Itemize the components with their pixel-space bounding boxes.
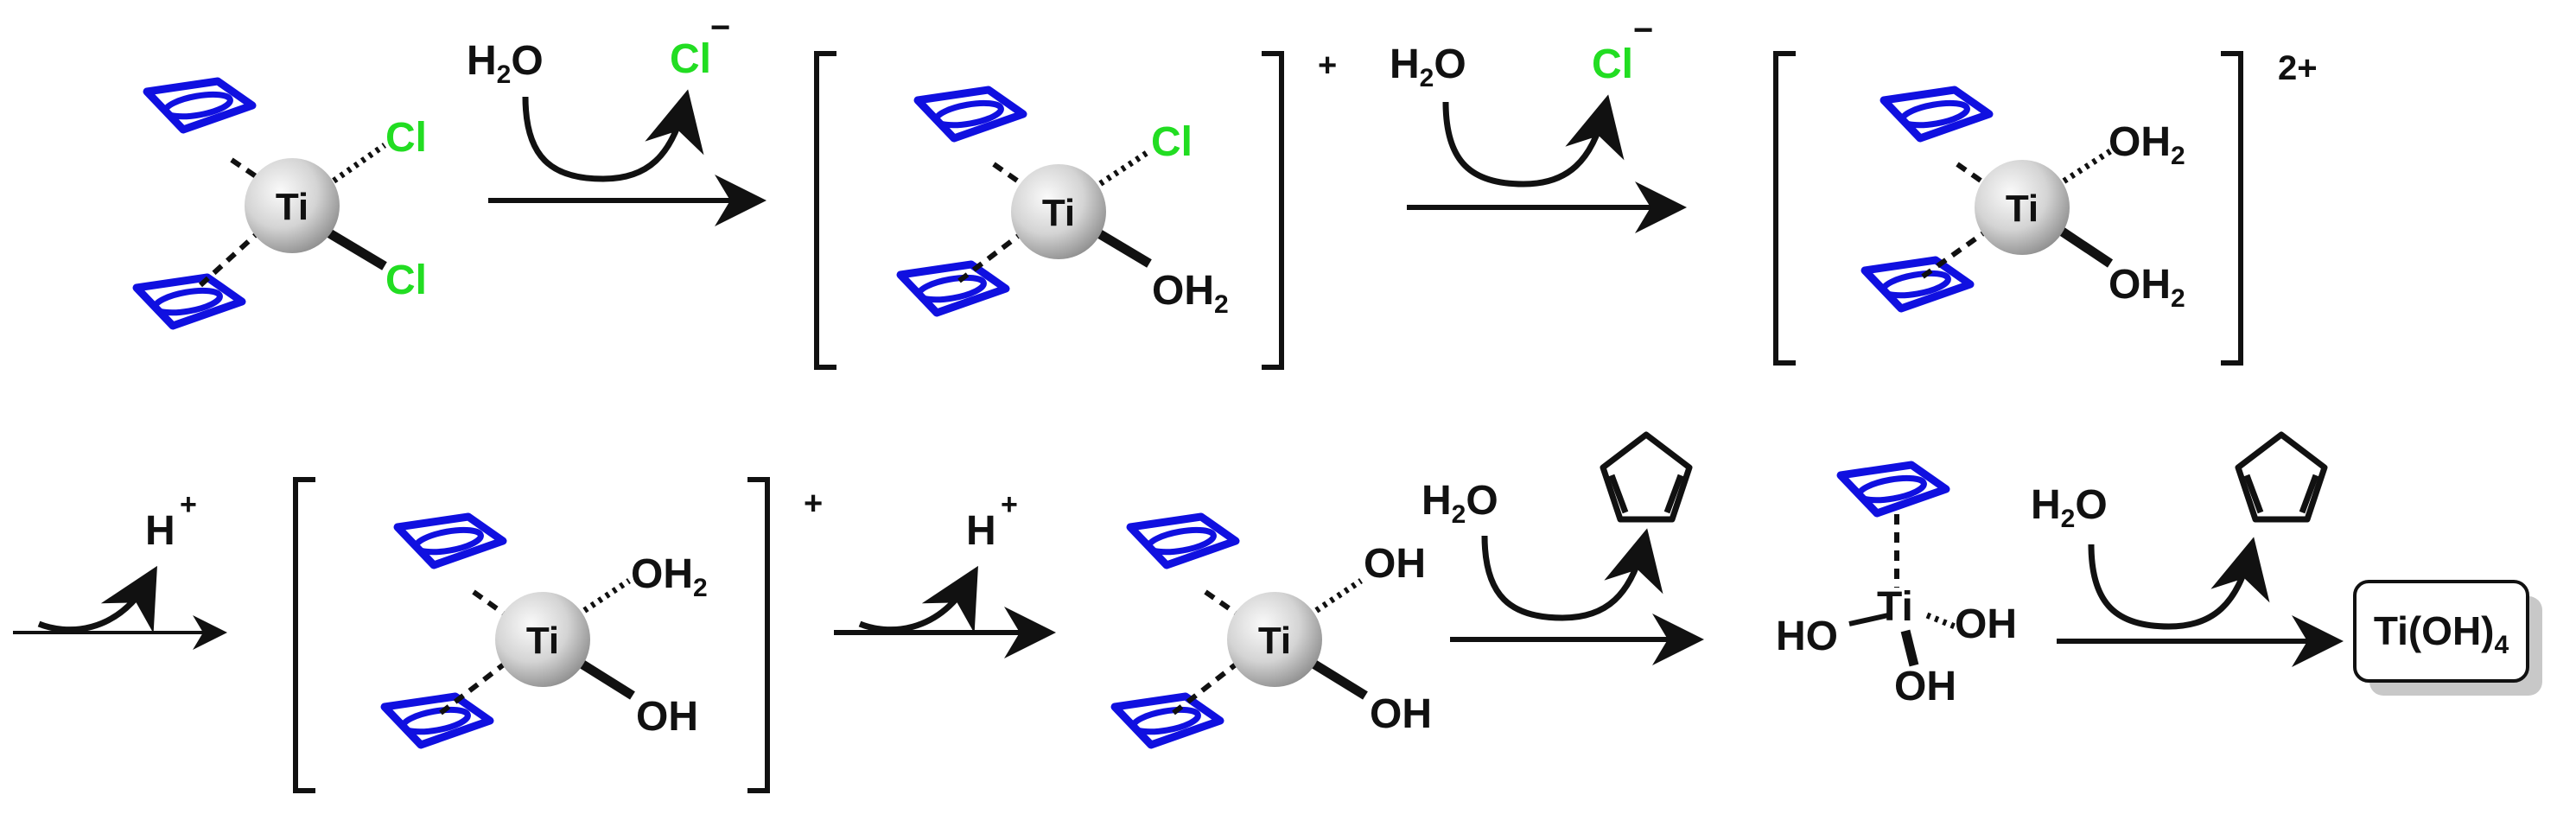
complex-cp2ti-h2o2: 2+ Ti OH2 OH2 [1773, 49, 2318, 366]
cyclopentadiene-1 [1603, 435, 1689, 519]
svg-text:H2O: H2O [1422, 478, 1498, 529]
svg-text:+: + [180, 488, 197, 521]
cp-ring-bottom [137, 277, 242, 326]
svg-text:OH: OH [1894, 664, 1956, 709]
svg-text:OH: OH [1370, 691, 1432, 737]
complex-cp2ti-oh-h2o: + Ti OH2 OH [293, 477, 823, 793]
arrow-step-5: H2O [1422, 435, 1704, 665]
complex-cpti-oh3: Ti HO OH OH [1776, 465, 2017, 709]
arrow-step-4: H + [834, 488, 1056, 658]
complex-cp2ticl2: Ti Cl Cl [137, 81, 427, 326]
arrow-step-1: H2O Cl − [467, 9, 766, 226]
hash-bond [324, 143, 387, 188]
cp-ring-top [147, 81, 252, 130]
complex-cp2ti-oh2: Ti OH OH [1115, 517, 1432, 745]
svg-text:Ti: Ti [526, 620, 559, 662]
svg-text:H2O: H2O [1390, 41, 1466, 92]
arrow-step-2: H2O Cl − [1390, 11, 1687, 233]
complex-cp2ticl-h2o: + Ti Cl OH2 [814, 48, 1337, 370]
water-label-1: H2O [467, 38, 544, 89]
arrow-step-3: H + [13, 488, 227, 650]
svg-text:Ti: Ti [1877, 584, 1913, 630]
cp-bond-bottom [198, 229, 262, 288]
svg-text:OH: OH [1364, 541, 1426, 587]
product-label: Ti(OH)4 [2374, 608, 2509, 659]
charge-two-plus: 2+ [2278, 49, 2318, 87]
cl-label-top: Cl [385, 115, 427, 161]
svg-text:HO: HO [1776, 614, 1838, 659]
svg-text:Ti: Ti [1042, 192, 1075, 234]
charge-plus-1: + [1318, 48, 1337, 84]
svg-text:H: H [145, 508, 175, 554]
svg-text:OH2: OH2 [2109, 119, 2185, 170]
svg-text:Cl: Cl [1592, 41, 1633, 87]
bracket-right [1262, 51, 1284, 370]
cyclopentadiene-2 [2238, 435, 2325, 519]
svg-text:+: + [1001, 488, 1018, 521]
svg-text:OH2: OH2 [2109, 262, 2185, 313]
svg-text:Ti: Ti [2006, 188, 2039, 230]
svg-text:OH: OH [636, 694, 698, 740]
product-ti-oh4: Ti(OH)4 [2353, 580, 2542, 696]
ti-label: Ti [276, 186, 308, 228]
ti-atom [245, 158, 340, 253]
svg-text:+: + [804, 486, 823, 522]
arrow-step-6: H2O [2031, 435, 2344, 667]
product-box [2353, 580, 2529, 683]
bracket-left [814, 51, 836, 370]
cp-bond-top [230, 157, 265, 184]
svg-text:Ti: Ti [1258, 620, 1291, 662]
svg-text:OH2: OH2 [631, 551, 708, 602]
chloride-label-1: Cl [670, 36, 711, 82]
wedge-bond [324, 227, 387, 270]
svg-text:H: H [966, 508, 996, 554]
svg-text:H2O: H2O [2031, 482, 2108, 533]
cl-label-bottom: Cl [385, 258, 427, 303]
minus-charge-1: − [710, 9, 730, 47]
svg-text:Cl: Cl [1151, 119, 1193, 165]
svg-text:OH2: OH2 [1152, 268, 1229, 319]
svg-text:OH: OH [1955, 601, 2017, 647]
svg-text:−: − [1633, 11, 1653, 49]
